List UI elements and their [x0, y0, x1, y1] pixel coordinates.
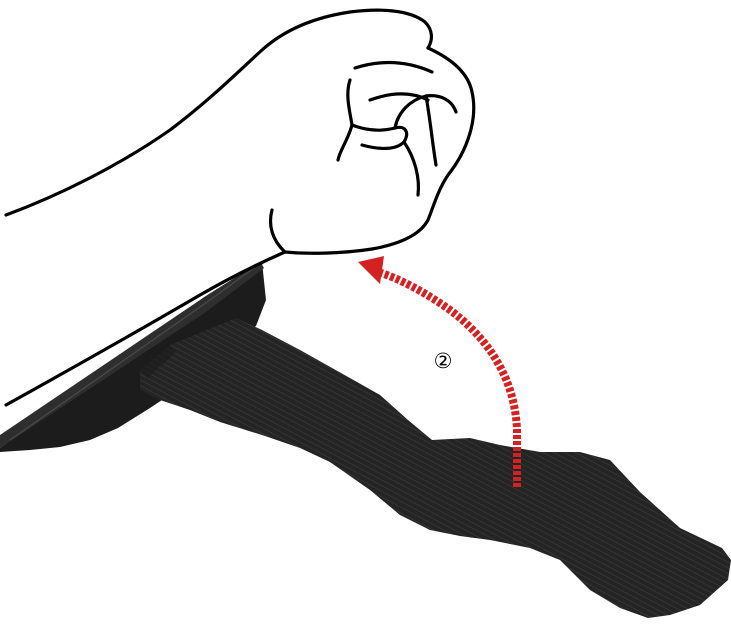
- step-number-label: ②: [434, 349, 453, 373]
- arrow-head: [358, 256, 384, 284]
